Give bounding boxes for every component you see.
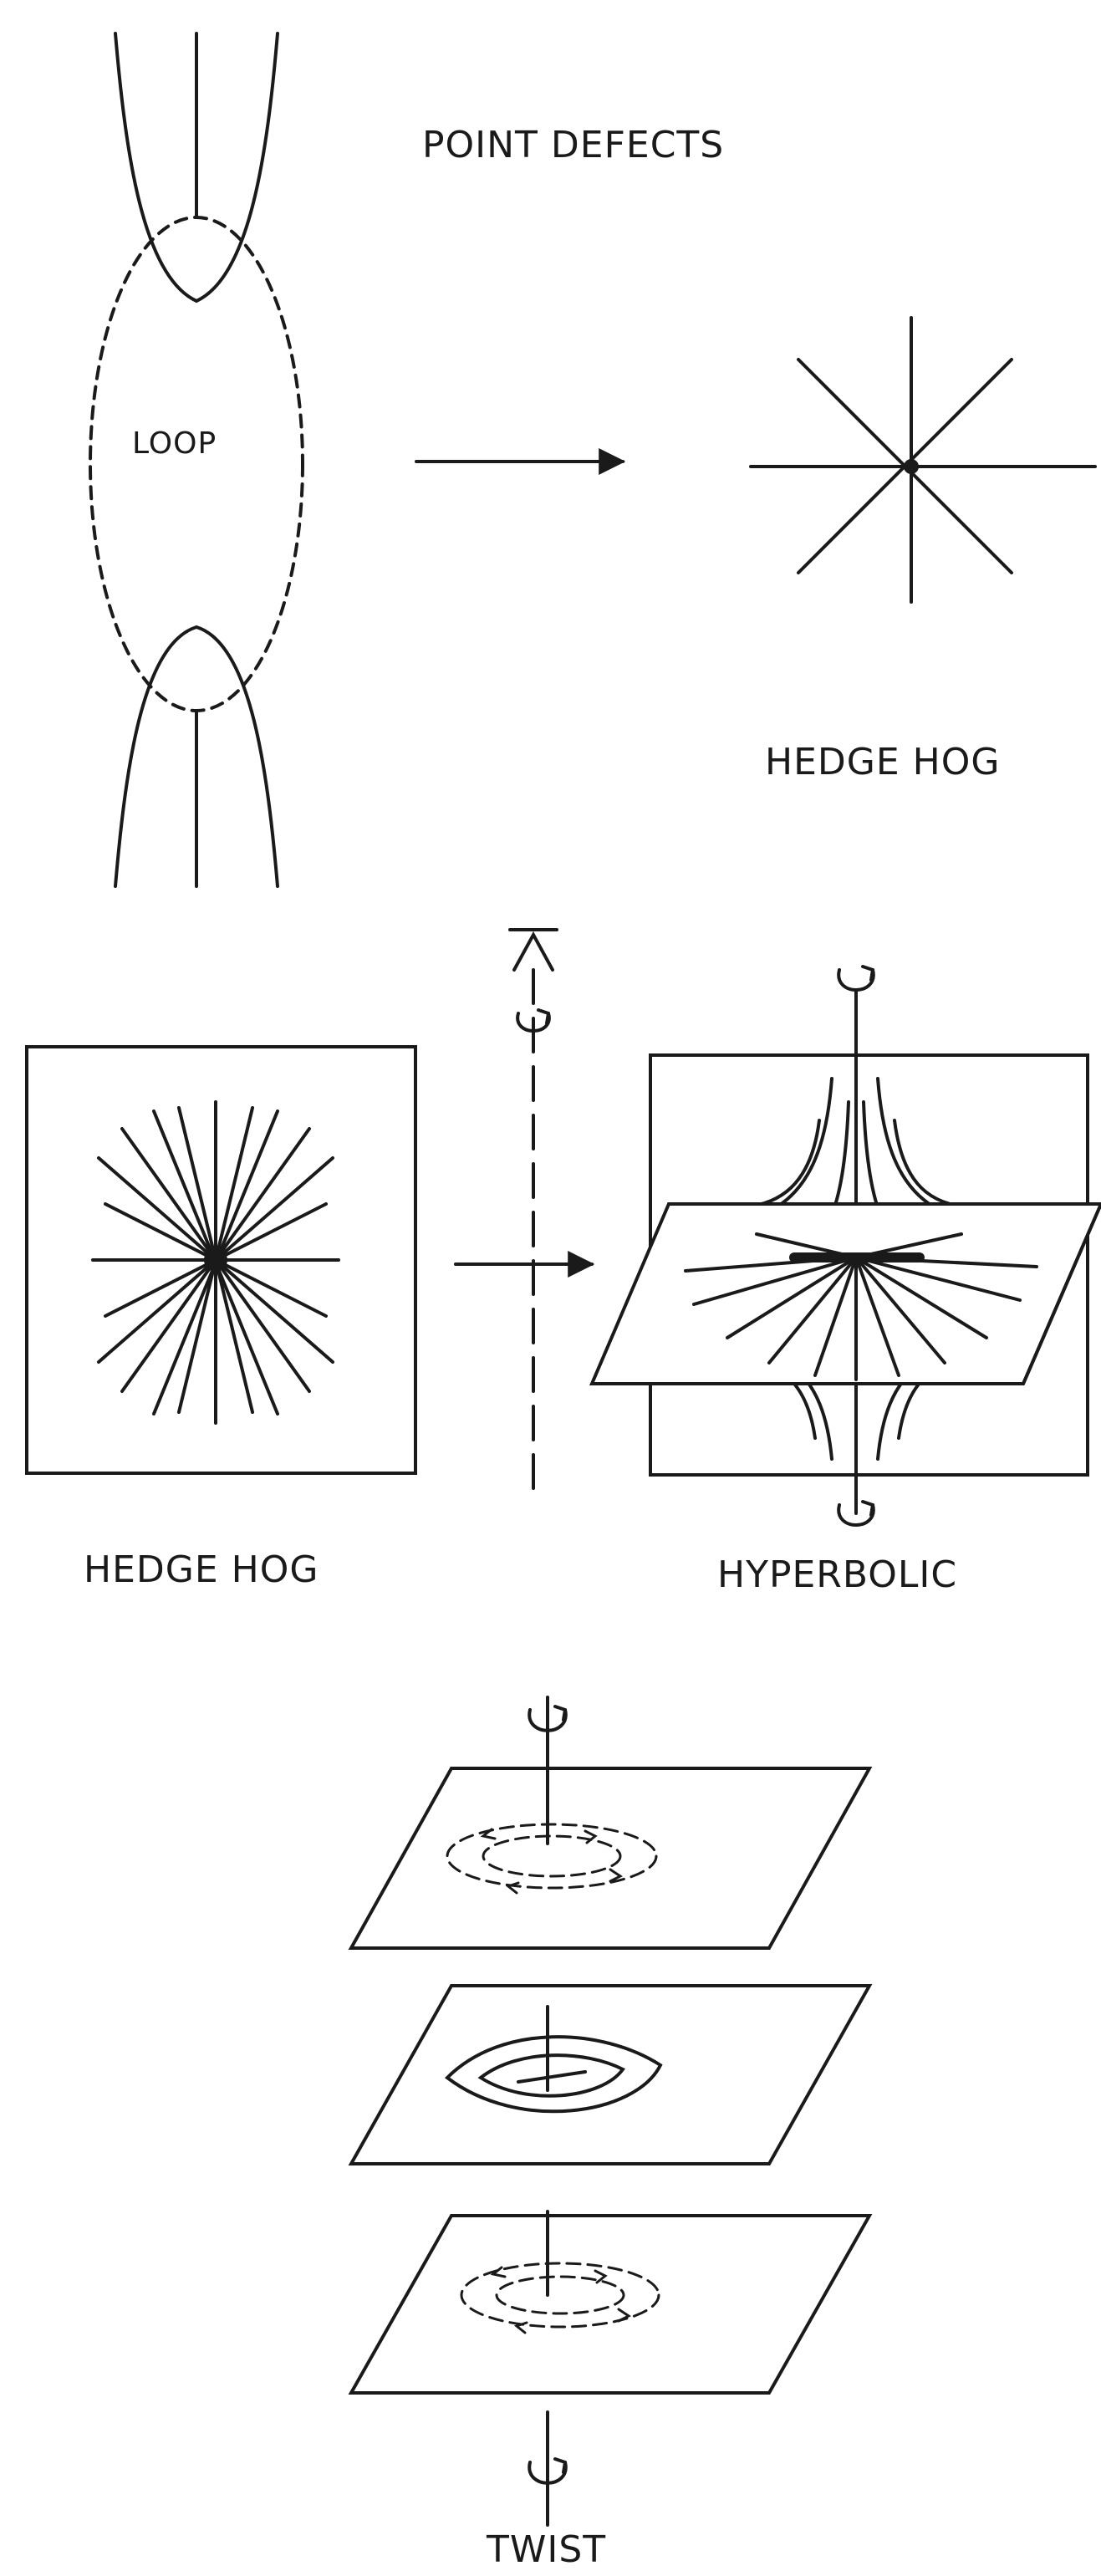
label-loop: LOOP: [132, 426, 217, 461]
label-hedge-hog-top: HEDGE HOG: [765, 741, 1001, 783]
twist-figure: [348, 1696, 873, 2527]
label-hyperbolic: HYPERBOLIC: [717, 1553, 958, 1596]
hedgehog-panel: [25, 1045, 417, 1475]
twist-bottom-axis-icon: [528, 2410, 568, 2527]
twist-bottom-rings: [460, 2262, 660, 2329]
hedgehog-star-icon: [749, 316, 1097, 604]
hedgehog-rays: [91, 1100, 340, 1425]
twist-middle-inner-ring: [477, 2053, 625, 2098]
hyperbolic-plane-rays: [684, 1232, 1038, 1381]
label-twist: TWIST: [487, 2528, 607, 2571]
loop-lower-sheet: [114, 625, 279, 888]
loop-figure: [89, 32, 304, 888]
hyperbolic-panel: [589, 965, 1101, 1527]
label-hedge-hog-mid: HEDGE HOG: [84, 1548, 319, 1591]
hyperbolic-plane: [589, 1202, 1101, 1385]
title-point-defects: POINT DEFECTS: [422, 124, 725, 166]
mirror-axis-icon: [508, 928, 558, 1492]
loop-dashed-ellipse: [89, 216, 304, 712]
twist-plane-top: [348, 1767, 873, 1950]
twist-top-rings: [446, 1823, 658, 1890]
twist-plane-middle: [348, 1984, 873, 2165]
twist-plane-bottom: [348, 2210, 873, 2395]
hedgehog-panel-frame: [25, 1045, 417, 1475]
twist-middle-outer-ring: [444, 2035, 663, 2114]
loop-upper-sheet: [114, 32, 279, 304]
